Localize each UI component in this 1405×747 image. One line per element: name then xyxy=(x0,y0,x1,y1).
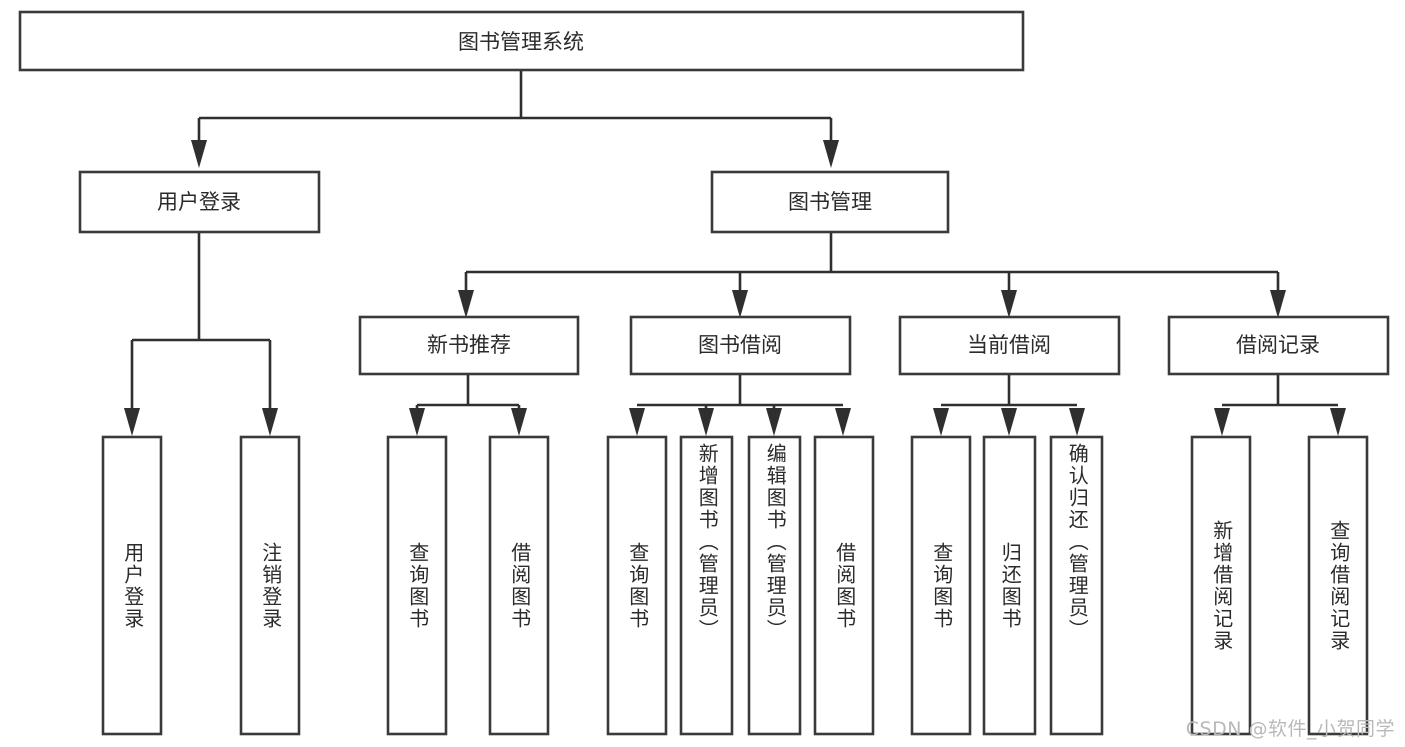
arrow-to-leaf-return-book xyxy=(1001,408,1017,436)
arrow-to-leaf-query-book-3 xyxy=(933,408,949,436)
leaf-box-query-record[interactable] xyxy=(1307,435,1369,736)
arrow-to-book-borrow xyxy=(732,290,748,318)
node-book-management-box[interactable] xyxy=(710,170,950,234)
node-borrow-record-label: 借阅记录 xyxy=(1236,333,1320,357)
leaf-box-query-book-1[interactable] xyxy=(386,435,448,736)
node-book-management-label: 图书管理 xyxy=(788,190,872,214)
leaf-boxes-group xyxy=(101,435,1369,736)
node-user-login[interactable]: 用户登录 xyxy=(78,170,321,234)
arrow-to-leaf-borrow-book-2 xyxy=(835,408,851,436)
node-book-borrow-box[interactable] xyxy=(629,315,852,376)
leaf-box-add-record[interactable] xyxy=(1190,435,1252,736)
connector-group-book-borrow xyxy=(629,374,851,436)
node-new-book-recommend-box[interactable] xyxy=(358,315,580,376)
node-book-borrow-label: 图书借阅 xyxy=(698,333,782,357)
leaf-box-return-book[interactable] xyxy=(982,435,1037,736)
node-book-management[interactable]: 图书管理 xyxy=(710,170,950,234)
leaf-box-query-book-2[interactable] xyxy=(606,435,668,736)
arrow-to-current-borrow xyxy=(1001,290,1017,318)
node-current-borrow[interactable]: 当前借阅 xyxy=(898,315,1121,376)
node-current-borrow-box[interactable] xyxy=(898,315,1121,376)
node-root-title-label: 图书管理系统 xyxy=(458,30,584,54)
leaf-box-logout[interactable] xyxy=(239,435,301,736)
leaf-box-query-book-3[interactable] xyxy=(910,435,972,736)
node-new-book-recommend-label: 新书推荐 xyxy=(427,333,511,357)
arrow-to-book-management xyxy=(823,140,839,168)
arrow-to-leaf-query-record xyxy=(1330,408,1346,436)
connector-group-borrow-record xyxy=(1214,374,1346,436)
connector-group-root xyxy=(191,70,839,168)
arrow-to-leaf-query-book-1 xyxy=(409,408,425,436)
leaf-box-user-login[interactable] xyxy=(101,435,163,736)
node-new-book-recommend[interactable]: 新书推荐 xyxy=(358,315,580,376)
arrow-to-leaf-logout xyxy=(262,408,278,436)
arrow-to-user-login xyxy=(191,140,207,168)
connector-group-user-login xyxy=(124,232,278,436)
node-user-login-box[interactable] xyxy=(78,170,321,234)
leaf-box-confirm-return[interactable] xyxy=(1049,435,1104,736)
node-user-login-label: 用户登录 xyxy=(157,190,241,214)
arrow-to-leaf-add-book xyxy=(698,408,714,436)
watermark-text: CSDN @软件_小贺同学 xyxy=(1185,718,1395,740)
node-borrow-record[interactable]: 借阅记录 xyxy=(1167,315,1390,376)
connector-group-book-management xyxy=(458,232,1286,318)
connector-group-new-book-recommend xyxy=(409,374,527,436)
node-current-borrow-label: 当前借阅 xyxy=(967,333,1051,357)
leaf-box-edit-book[interactable] xyxy=(747,435,802,736)
arrow-to-borrow-record xyxy=(1270,290,1286,318)
arrow-to-leaf-confirm-return xyxy=(1069,408,1085,436)
leaf-box-add-book[interactable] xyxy=(679,435,734,736)
arrow-to-leaf-edit-book xyxy=(766,408,782,436)
leaf-box-borrow-book-1[interactable] xyxy=(488,435,550,736)
node-borrow-record-box[interactable] xyxy=(1167,315,1390,376)
arrow-to-new-book-recommend xyxy=(458,290,474,318)
arrow-to-leaf-add-record xyxy=(1214,408,1230,436)
arrow-to-leaf-borrow-book-1 xyxy=(511,408,527,436)
node-root-title-box[interactable] xyxy=(18,10,1025,72)
node-root-title[interactable]: 图书管理系统 xyxy=(18,10,1025,72)
arrow-to-leaf-query-book-2 xyxy=(629,408,645,436)
connector-group-current-borrow xyxy=(933,374,1085,436)
leaf-box-borrow-book-2[interactable] xyxy=(813,435,875,736)
arrow-to-leaf-user-login xyxy=(124,408,140,436)
node-book-borrow[interactable]: 图书借阅 xyxy=(629,315,852,376)
